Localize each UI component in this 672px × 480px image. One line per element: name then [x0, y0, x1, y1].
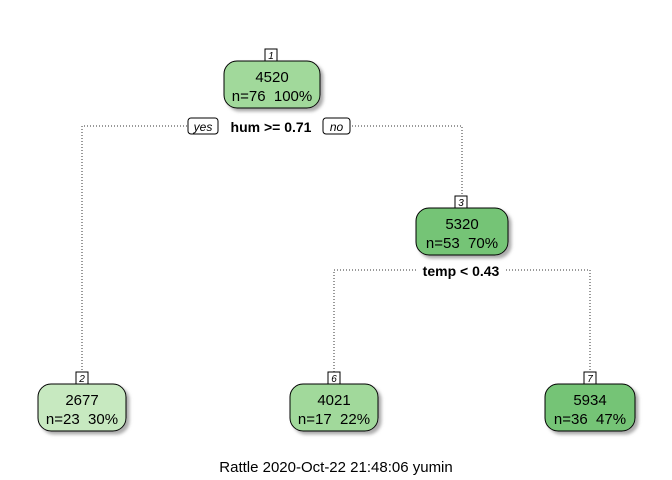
node-stats-7: n=36 47% [554, 411, 626, 428]
footer-caption: Rattle 2020-Oct-22 21:48:06 yumin [219, 459, 453, 476]
split-labels: hum >= 0.71 temp < 0.43 [231, 119, 500, 279]
tree-node-1: 1 4520 n=76 100% [223, 48, 321, 109]
edge-1-2 [81, 125, 190, 372]
yes-label: yes [193, 120, 213, 134]
node-value-3: 5320 [445, 216, 478, 233]
node-id-1: 1 [268, 51, 274, 62]
node-stats-1: n=76 100% [232, 88, 313, 105]
node-value-2: 2677 [65, 392, 98, 409]
node-box-1 [223, 60, 321, 109]
tree-node-2: 2 2677 n=23 30% [37, 371, 127, 432]
node-value-1: 4520 [255, 69, 288, 86]
edge-3-6 [333, 269, 416, 372]
node-id-7: 7 [587, 374, 593, 385]
split-label-hum: hum >= 0.71 [231, 119, 312, 135]
node-box-2 [37, 383, 127, 432]
node-value-7: 5934 [573, 392, 606, 409]
node-stats-2: n=23 30% [46, 411, 118, 428]
connectors [81, 125, 591, 372]
node-stats-6: n=17 22% [298, 411, 370, 428]
node-stats-3: n=53 70% [426, 235, 498, 252]
node-box-3 [415, 207, 509, 256]
edge-1-3 [352, 125, 463, 196]
tree-node-6: 6 4021 n=17 22% [289, 371, 379, 432]
edge-3-7 [506, 269, 591, 372]
tree-node-3: 3 5320 n=53 70% [415, 195, 509, 256]
node-id-6: 6 [331, 374, 337, 385]
node-id-3: 3 [458, 198, 464, 209]
no-label: no [330, 120, 344, 134]
split-label-temp: temp < 0.43 [423, 263, 500, 279]
tree-node-7: 7 5934 n=36 47% [544, 371, 636, 432]
node-id-2: 2 [78, 374, 85, 385]
no-tag: no [322, 117, 351, 135]
node-box-7 [544, 383, 636, 432]
node-value-6: 4021 [317, 392, 350, 409]
branch-tags: yes no [187, 117, 351, 135]
yes-tag: yes [187, 117, 219, 135]
node-box-6 [289, 383, 379, 432]
